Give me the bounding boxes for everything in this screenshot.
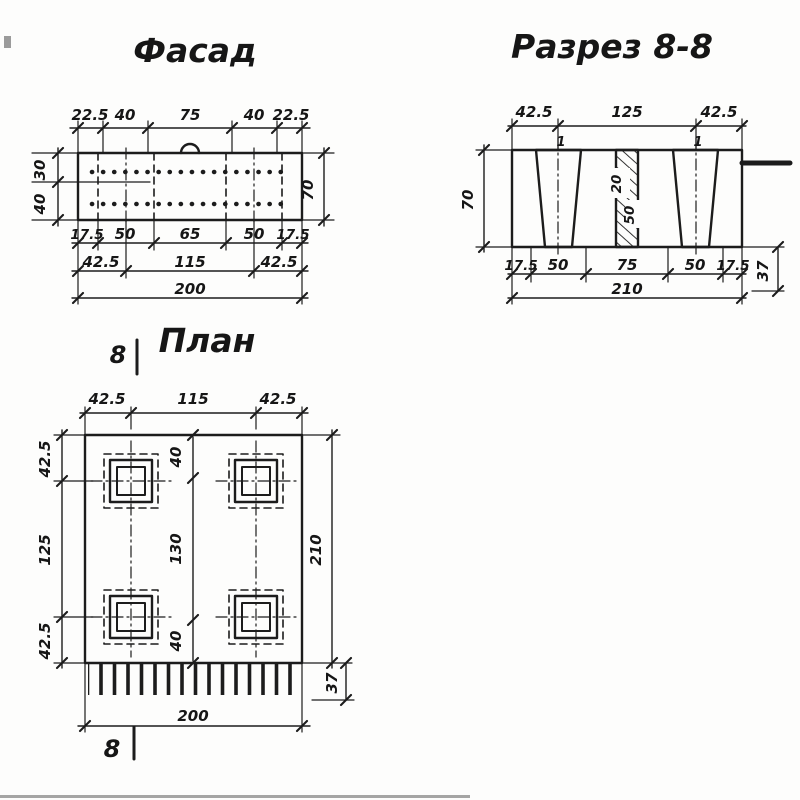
facade-dimension-lines bbox=[57, 127, 325, 299]
plan-dim-inner-1: 40 bbox=[167, 447, 185, 469]
facade-dim-bottom-2: 50 bbox=[115, 225, 136, 243]
facade-dimension-ticks bbox=[51, 121, 331, 305]
facade-dim-total: 200 bbox=[174, 280, 205, 298]
section-dim-top-2: 125 bbox=[611, 103, 642, 121]
facade-pocket-centerlines bbox=[125, 147, 255, 227]
plan-dim-top-3: 42.5 bbox=[258, 390, 296, 408]
plan-pocket-centerlines bbox=[90, 440, 297, 658]
facade-dim-mid-3: 42.5 bbox=[259, 253, 297, 271]
lifting-loop-icon bbox=[179, 142, 201, 155]
section-mark-top: 8 bbox=[110, 341, 127, 369]
section-dim-bottom-4: 50 bbox=[685, 256, 706, 274]
section-dim-top-3: 42.5 bbox=[699, 103, 737, 121]
section-keyway-hatch bbox=[616, 150, 638, 247]
section-dim-bar: 37 bbox=[754, 260, 772, 281]
facade-dim-top-2: 40 bbox=[114, 106, 136, 124]
facade-extension-lines bbox=[31, 120, 335, 305]
plan-view: План 8 8 42.5 115 42.5 42.5 125 42.5 40 … bbox=[36, 321, 355, 763]
section-extension-lines bbox=[475, 118, 785, 305]
section-dim-top-1: 42.5 bbox=[514, 103, 552, 121]
facade-dim-left-1: 30 bbox=[31, 160, 49, 181]
section-view: Разрез 8-8 42.5 125 42.5 1 1 70 20 50 17… bbox=[459, 27, 793, 305]
plan-dim-inner-2: 130 bbox=[167, 533, 185, 564]
groove-dim-top: 20 bbox=[609, 175, 625, 194]
plan-dim-bar: 37 bbox=[323, 672, 341, 693]
scan-artifact-left bbox=[4, 36, 11, 48]
facade-dim-bottom-1: 17.5 bbox=[70, 227, 103, 243]
plan-dimension-ticks bbox=[55, 406, 353, 733]
plan-dim-right: 210 bbox=[307, 534, 325, 565]
facade-dim-top-1: 22.5 bbox=[71, 106, 108, 124]
plan-dim-left-2: 125 bbox=[36, 534, 54, 565]
plan-dim-inner-3: 40 bbox=[167, 631, 185, 653]
facade-dim-top-4: 40 bbox=[243, 106, 265, 124]
facade-dim-bottom-3: 65 bbox=[180, 225, 201, 243]
facade-title: Фасад bbox=[133, 31, 256, 70]
facade-dim-left-2: 40 bbox=[31, 194, 49, 216]
facade-dim-top-5: 22.5 bbox=[272, 106, 309, 124]
section-dim-left: 70 bbox=[459, 190, 477, 211]
plan-pocket-inner-squares bbox=[116, 466, 271, 632]
facade-view: Фасад 22.5 40 75 40 22.5 30 40 70 17.5 5… bbox=[31, 31, 335, 305]
groove-dim-bottom: 50 bbox=[622, 206, 638, 225]
facade-dim-bottom-4: 50 bbox=[244, 225, 265, 243]
groove-label-backing-1 bbox=[612, 168, 630, 198]
groove-label-backing-2 bbox=[625, 200, 643, 228]
plan-pocket-outer-squares bbox=[108, 458, 279, 640]
section-mark-bottom: 8 bbox=[104, 735, 121, 763]
section-dim-bottom-3: 75 bbox=[617, 256, 638, 274]
section-pocket-centerlines bbox=[557, 137, 697, 255]
section-dim-bottom-5: 17.5 bbox=[716, 258, 749, 274]
plan-title: План bbox=[159, 321, 256, 360]
facade-dim-mid-2: 115 bbox=[174, 253, 205, 271]
plan-pocket-dashed-squares bbox=[103, 453, 284, 645]
plan-dim-top-2: 115 bbox=[177, 390, 208, 408]
section-dimension-lines bbox=[483, 125, 779, 299]
section-dim-bottom-2: 50 bbox=[548, 256, 569, 274]
scan-artifact-bottom bbox=[0, 795, 470, 798]
section-dim-bottom-1: 17.5 bbox=[504, 258, 537, 274]
section-dimension-ticks bbox=[477, 119, 785, 305]
rebar-callout-right: 1 bbox=[693, 135, 702, 150]
facade-dim-right: 70 bbox=[299, 180, 317, 201]
section-pocket-left bbox=[534, 148, 583, 249]
plan-extension-lines bbox=[53, 406, 355, 733]
plan-dim-top-1: 42.5 bbox=[87, 390, 125, 408]
plan-dimension-lines bbox=[61, 412, 347, 727]
facade-dim-top-3: 75 bbox=[180, 106, 201, 124]
facade-dim-bottom-5: 17.5 bbox=[276, 227, 309, 243]
section-pocket-right bbox=[671, 148, 720, 249]
plan-dim-bottom: 200 bbox=[177, 707, 208, 725]
plan-protruding-bars bbox=[88, 663, 301, 699]
section-title: Разрез 8-8 bbox=[511, 27, 713, 66]
plan-dim-left-1: 42.5 bbox=[36, 440, 54, 478]
plan-dim-left-3: 42.5 bbox=[36, 622, 54, 660]
facade-dim-mid-1: 42.5 bbox=[81, 253, 119, 271]
rebar-callout-left: 1 bbox=[556, 135, 565, 150]
facade-slab-outline bbox=[76, 151, 304, 222]
section-dim-total: 210 bbox=[611, 280, 642, 298]
